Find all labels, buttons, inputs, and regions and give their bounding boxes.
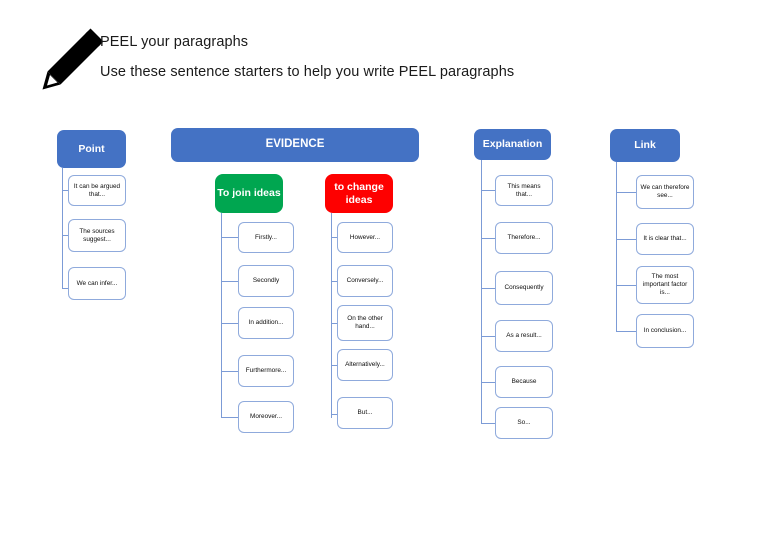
connector-branch-explanation-5 — [481, 423, 495, 424]
header-to-join-ideas[interactable]: To join ideas — [215, 174, 283, 213]
connector-branch-change-4 — [331, 414, 337, 415]
leaf-join-3[interactable]: Furthermore... — [238, 355, 294, 387]
connector-branch-join-4 — [221, 417, 238, 418]
connector-branch-change-2 — [331, 323, 337, 324]
connector-trunk-to-join-ideas — [221, 213, 222, 418]
connector-branch-join-1 — [221, 281, 238, 282]
connector-branch-point-0 — [62, 190, 68, 191]
leaf-point-0[interactable]: It can be argued that... — [68, 175, 126, 206]
connector-branch-join-2 — [221, 323, 238, 324]
title-block: PEEL your paragraphs Use these sentence … — [38, 24, 598, 96]
connector-branch-explanation-4 — [481, 382, 495, 383]
connector-branch-join-0 — [221, 237, 238, 238]
leaf-change-0[interactable]: However... — [337, 222, 393, 253]
leaf-link-3[interactable]: In conclusion... — [636, 314, 694, 348]
header-to-change-ideas[interactable]: to change ideas — [325, 174, 393, 213]
leaf-explanation-2[interactable]: Consequently — [495, 271, 553, 305]
connector-branch-explanation-1 — [481, 238, 495, 239]
header-evidence[interactable]: EVIDENCE — [171, 128, 419, 162]
connector-branch-explanation-3 — [481, 336, 495, 337]
connector-branch-explanation-0 — [481, 190, 495, 191]
connector-branch-link-1 — [616, 239, 636, 240]
header-point[interactable]: Point — [57, 130, 126, 168]
leaf-explanation-0[interactable]: This means that... — [495, 175, 553, 206]
connector-branch-change-1 — [331, 281, 337, 282]
title-heading: PEEL your paragraphs — [100, 34, 249, 50]
leaf-change-1[interactable]: Conversely... — [337, 265, 393, 297]
leaf-explanation-5[interactable]: So... — [495, 407, 553, 439]
connector-branch-link-0 — [616, 192, 636, 193]
leaf-link-0[interactable]: We can therefore see... — [636, 175, 694, 209]
connector-branch-link-3 — [616, 331, 636, 332]
connector-trunk-link — [616, 162, 617, 332]
title-subheading: Use these sentence starters to help you … — [100, 64, 515, 80]
leaf-link-1[interactable]: It is clear that... — [636, 223, 694, 255]
connector-trunk-to-change-ideas — [331, 213, 332, 418]
connector-branch-point-1 — [62, 235, 68, 236]
leaf-join-0[interactable]: Firstly... — [238, 222, 294, 253]
leaf-change-3[interactable]: Alternatively... — [337, 349, 393, 381]
leaf-explanation-4[interactable]: Because — [495, 366, 553, 398]
leaf-change-4[interactable]: But... — [337, 397, 393, 429]
pencil-icon — [42, 28, 104, 90]
leaf-link-2[interactable]: The most important factor is... — [636, 266, 694, 304]
header-explanation[interactable]: Explanation — [474, 129, 551, 160]
connector-branch-explanation-2 — [481, 288, 495, 289]
connector-branch-change-0 — [331, 237, 337, 238]
connector-branch-join-3 — [221, 371, 238, 372]
connector-branch-point-2 — [62, 288, 68, 289]
leaf-explanation-3[interactable]: As a result... — [495, 320, 553, 352]
leaf-change-2[interactable]: On the other hand... — [337, 305, 393, 341]
leaf-join-4[interactable]: Moreover... — [238, 401, 294, 433]
connector-branch-link-2 — [616, 285, 636, 286]
header-link[interactable]: Link — [610, 129, 680, 162]
leaf-explanation-1[interactable]: Therefore... — [495, 222, 553, 254]
leaf-join-1[interactable]: Secondly — [238, 265, 294, 297]
leaf-point-1[interactable]: The sources suggest... — [68, 219, 126, 252]
connector-trunk-point — [62, 168, 63, 288]
connector-branch-change-3 — [331, 365, 337, 366]
leaf-join-2[interactable]: In addition... — [238, 307, 294, 339]
leaf-point-2[interactable]: We can infer... — [68, 267, 126, 300]
connector-trunk-explanation — [481, 160, 482, 424]
